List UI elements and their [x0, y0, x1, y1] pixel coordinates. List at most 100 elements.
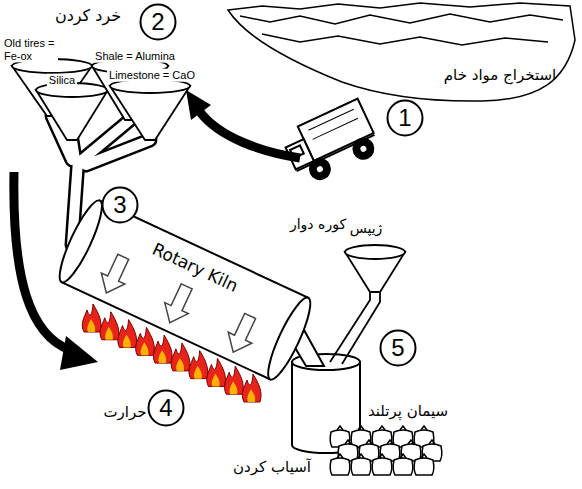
- cement-bags: [379, 454, 385, 458]
- step-number-circle: 1: [386, 99, 424, 137]
- step-number-circle: 3: [101, 186, 139, 224]
- cement-bags: [345, 440, 351, 444]
- dump-truck: [359, 145, 367, 153]
- callout-number: 5: [379, 329, 417, 367]
- cement-bags: [372, 458, 392, 475]
- step-label: خرد کردن: [55, 7, 121, 25]
- cement-bags: [337, 454, 343, 458]
- step-label: آسیاب کردن: [233, 459, 311, 476]
- quarry-pit: [228, 3, 575, 101]
- part-label: کوره دوار: [290, 216, 346, 232]
- cement-bags: [421, 454, 427, 458]
- flames: [136, 327, 155, 355]
- flames: [171, 343, 190, 371]
- hopper-funnels: [110, 86, 190, 140]
- flames: [158, 350, 166, 363]
- flames: [242, 374, 261, 402]
- grinding-mill: [292, 354, 360, 453]
- cement-bags: [358, 454, 364, 458]
- grinding-mill: [292, 362, 360, 453]
- rotary-kiln: [53, 196, 109, 286]
- cement-bags: [330, 454, 350, 475]
- flames: [189, 351, 208, 379]
- quarry-pit: [240, 14, 563, 24]
- flames: [100, 312, 119, 340]
- flames: [105, 327, 113, 340]
- flames: [100, 312, 119, 340]
- flames: [207, 358, 226, 386]
- flames: [153, 335, 172, 363]
- callout-number: 2: [139, 3, 177, 41]
- flames: [247, 389, 255, 402]
- cement-bags: [414, 454, 434, 475]
- flames: [153, 335, 172, 363]
- flames: [225, 366, 244, 394]
- cement-bags: [366, 440, 372, 444]
- cement-bags: [400, 454, 406, 458]
- flames: [87, 319, 95, 332]
- rotary-kiln: [158, 281, 198, 328]
- rotary-kiln: [62, 201, 308, 380]
- material-label: Shale = Alumina: [93, 50, 177, 63]
- cement-bags: [351, 454, 371, 475]
- flames: [176, 358, 184, 371]
- dump-truck: [307, 156, 334, 183]
- step-number-circle: 2: [139, 3, 177, 41]
- cement-bags: [351, 458, 371, 475]
- cement-bags: [379, 426, 385, 430]
- transport-arrow: [186, 90, 300, 158]
- step-label: استخراج مواد خام: [444, 67, 556, 84]
- callout-number: 3: [101, 186, 139, 224]
- quarry-pit: [228, 3, 575, 101]
- flames: [171, 343, 190, 371]
- cement-bags: [337, 426, 343, 430]
- flames: [225, 366, 244, 394]
- rotary-kiln: [261, 294, 317, 384]
- cement-bags: [421, 426, 427, 430]
- cement-bags: [408, 440, 414, 444]
- cement-bags: [330, 426, 442, 475]
- flames: [194, 366, 202, 379]
- step-number-circle: 5: [379, 329, 417, 367]
- flames: [82, 304, 101, 332]
- material-label: Old tires = Fe-ox: [2, 37, 58, 62]
- flames: [189, 351, 208, 379]
- flames: [242, 374, 261, 402]
- flames: [230, 381, 238, 394]
- step-number-circle: 4: [147, 389, 185, 427]
- rotary-kiln: [221, 310, 261, 357]
- cement-bags: [429, 440, 435, 444]
- dump-truck: [350, 136, 377, 163]
- cement-bags: [400, 426, 406, 430]
- material-label: Limestone = CaO: [107, 69, 197, 82]
- step-label: حرارت: [103, 404, 146, 421]
- rotary-kiln: [53, 196, 318, 383]
- flames: [118, 320, 137, 348]
- rotary-kiln: [95, 251, 135, 298]
- cement-bags: [393, 454, 413, 475]
- part-label: ژیپس: [350, 220, 383, 236]
- gypsum-hopper: [345, 245, 405, 259]
- cement-bags: [393, 458, 413, 475]
- flames: [212, 373, 220, 386]
- flames: [136, 327, 155, 355]
- cement-bags: [358, 426, 364, 430]
- dump-truck: [280, 99, 382, 188]
- cement-bags: [387, 440, 393, 444]
- dump-truck: [316, 165, 324, 173]
- transport-arrow: [186, 90, 211, 120]
- gypsum-hopper: [330, 292, 380, 364]
- transport-arrow: [200, 112, 300, 158]
- product-label: سیمان پرتلند: [368, 403, 448, 420]
- callout-number: 1: [386, 99, 424, 137]
- flames: [82, 304, 101, 332]
- dump-truck: [308, 109, 358, 139]
- material-label: Silica: [47, 74, 77, 87]
- flames: [82, 304, 261, 402]
- flames: [123, 335, 131, 348]
- feed-arrow: [60, 336, 98, 370]
- quarry-pit: [262, 34, 548, 45]
- cement-bags: [414, 458, 434, 475]
- flames: [118, 320, 137, 348]
